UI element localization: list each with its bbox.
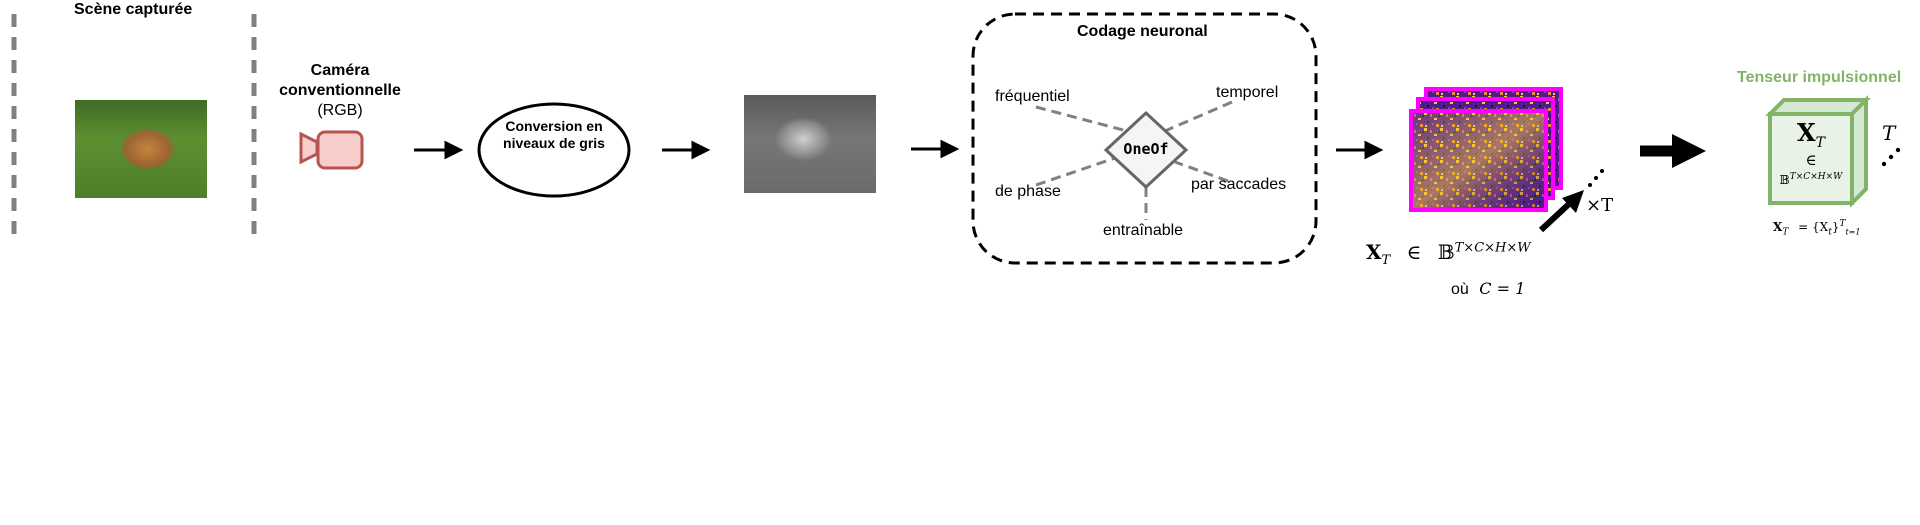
- camera-icon: [299, 130, 364, 170]
- option-frequency: fréquentiel: [995, 88, 1070, 105]
- option-burst: par saccades: [1191, 176, 1287, 193]
- encoding-title: Codage neuronal: [1077, 23, 1208, 40]
- option-temporal: temporel: [1216, 84, 1279, 101]
- def-lhs: X: [1773, 220, 1783, 234]
- connector-burst: [1174, 160, 1229, 183]
- grayscale-photo: [744, 95, 876, 193]
- tensor-dots: [1881, 147, 1901, 167]
- arrow-head-4: [1364, 140, 1384, 160]
- tensor-symbol-sub: T: [1815, 134, 1825, 151]
- formula-in: ∈: [1406, 240, 1422, 264]
- color-photo: [75, 100, 207, 198]
- def-rhs-sup: T: [1839, 219, 1846, 229]
- def-rhs-lower: t=1: [1845, 227, 1861, 237]
- arrow-head-3: [940, 139, 960, 159]
- repeat-dots: [1588, 169, 1604, 187]
- repeat-arrow: [1538, 200, 1573, 233]
- tensor-definition: XT = {Xt}Tt=1: [1773, 219, 1861, 237]
- def-lhs-sub: T: [1782, 227, 1789, 238]
- tensor-set: 𝔹T×C×H×W: [1770, 172, 1852, 187]
- option-phase: de phase: [995, 183, 1061, 200]
- def-rhs: = {X: [1798, 220, 1829, 234]
- formula-lhs: X: [1366, 240, 1382, 264]
- repeat-arrow-head: [1562, 190, 1584, 213]
- oneof-label: OneOf: [1123, 140, 1169, 158]
- scene-title: Scène capturée: [74, 1, 193, 18]
- def-rhs-close: }: [1831, 220, 1840, 234]
- frames-formula: XT ∈ 𝔹T×C×H×W: [1366, 240, 1531, 268]
- grayscale-ellipse: [477, 102, 631, 198]
- grayscale-label-line1: Conversion en: [505, 118, 603, 134]
- camera-label-line1: Caméra: [310, 62, 370, 79]
- camera-label-line3: (RGB): [317, 102, 363, 119]
- spike-frame-stack: [1409, 87, 1563, 212]
- arrow-head-1: [444, 140, 464, 160]
- tensor-cube: [1765, 95, 1871, 208]
- tensor-symbol-main: X: [1797, 118, 1816, 147]
- tensor-symbol: XT: [1770, 118, 1852, 151]
- grayscale-label-line2: niveaux de gris: [503, 135, 605, 151]
- formula-dims: T×C×H×W: [1454, 240, 1531, 256]
- repeat-label: ×T: [1586, 195, 1614, 216]
- tensor-title: Tenseur impulsionnel: [1737, 69, 1902, 86]
- connector-phase: [1035, 155, 1119, 187]
- oneof-diamond: [1103, 110, 1189, 190]
- def-rhs-sub: t: [1828, 227, 1832, 238]
- tensor-dims: T×C×H×W: [1789, 172, 1843, 182]
- where-prefix: où: [1451, 281, 1469, 298]
- option-trainable: entraînable: [1103, 222, 1184, 239]
- encoding-box: [971, 12, 1318, 265]
- tensor-in: ∈: [1805, 151, 1817, 169]
- formula-lhs-sub: T: [1381, 253, 1391, 268]
- camera-label-line2: conventionnelle: [279, 82, 401, 99]
- tensor-side-label: T: [1882, 121, 1896, 145]
- frames-where: où C = 1: [1451, 279, 1525, 299]
- arrow-head-2: [691, 140, 711, 160]
- tensor-set-symbol: 𝔹: [1779, 173, 1790, 187]
- arrow-head-big: [1672, 134, 1706, 168]
- formula-set: 𝔹: [1437, 240, 1455, 264]
- connector-temporal: [1164, 100, 1233, 133]
- connector-frequency: [1035, 105, 1128, 133]
- where-expr: C = 1: [1479, 279, 1526, 298]
